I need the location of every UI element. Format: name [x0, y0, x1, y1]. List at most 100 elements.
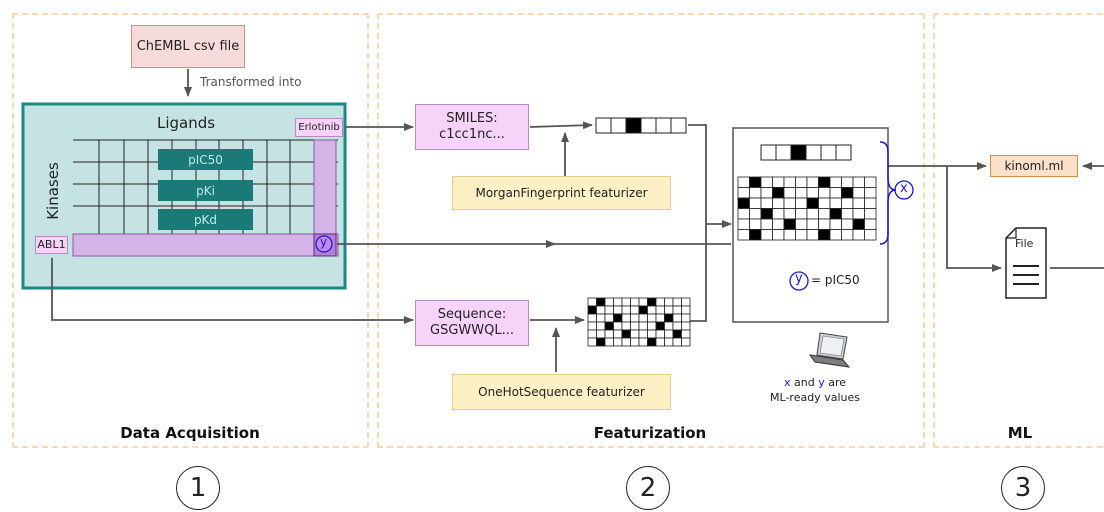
fingerprint-bit — [820, 144, 837, 161]
onehot-cell — [772, 197, 785, 209]
panel-data-acquisition — [12, 13, 369, 448]
onehot-cell — [672, 305, 682, 315]
onehot-cell — [621, 313, 631, 323]
fingerprint-bit — [835, 144, 852, 161]
output-fingerprint — [760, 144, 852, 161]
onehot-cell — [621, 297, 631, 307]
onehot-cell — [621, 329, 631, 339]
onehot-cell — [655, 313, 665, 323]
fingerprint-bit — [805, 144, 822, 161]
onehot-cell — [852, 187, 865, 199]
onehot-cell — [613, 337, 623, 347]
onehot-cell — [596, 321, 606, 331]
onehot-cell — [806, 218, 819, 230]
arrow-smiles-to-fingerprint — [529, 121, 593, 130]
note-line2: ML-ready values — [770, 391, 860, 404]
onehot-cell — [760, 197, 773, 209]
onehot-cell — [749, 218, 762, 230]
onehot-cell — [841, 218, 854, 230]
onehot-cell — [638, 297, 648, 307]
fingerprint-bit — [670, 117, 687, 134]
onehot-cell — [604, 329, 614, 339]
onehot-cell — [864, 197, 877, 209]
onehot-cell — [613, 305, 623, 315]
onehot-cell — [587, 321, 597, 331]
onehot-cell — [596, 337, 606, 347]
x-circle — [894, 180, 914, 200]
panel-title-acquisition: Data Acquisition — [120, 424, 260, 442]
onehot-cell — [672, 313, 682, 323]
onehot-cell — [596, 297, 606, 307]
panel-title-featurization: Featurization — [593, 424, 707, 442]
onehot-cell — [818, 229, 831, 241]
onehot-cell — [795, 187, 808, 199]
measure-pic50-label: pIC50 — [188, 152, 223, 167]
note-and: and — [790, 376, 819, 389]
onehot-cell — [638, 337, 648, 347]
onehot-cell — [829, 187, 842, 199]
morgan-featurizer-label: MorganFingerprint featurizer — [475, 186, 648, 200]
onehot-cell — [760, 176, 773, 188]
onehot-cell — [655, 337, 665, 347]
laptop-icon — [808, 332, 851, 368]
onehot-cell — [829, 197, 842, 209]
onehot-cell — [760, 187, 773, 199]
abl1-label: ABL1 — [37, 238, 66, 251]
onehot-cell — [672, 329, 682, 339]
onehot-cell — [630, 337, 640, 347]
onehot-cell — [772, 229, 785, 241]
onehot-cell — [630, 329, 640, 339]
note-y: y — [818, 376, 825, 389]
onehot-featurizer-box: OneHotSequence featurizer — [452, 374, 671, 410]
onehot-cell — [864, 176, 877, 188]
morgan-featurizer-box: MorganFingerprint featurizer — [452, 176, 671, 210]
onehot-cell — [841, 176, 854, 188]
onehot-cell — [749, 187, 762, 199]
onehot-cell — [841, 197, 854, 209]
ml-ready-note: x and y are ML-ready values — [755, 375, 875, 405]
onehot-cell — [672, 297, 682, 307]
measure-pki: pKi — [158, 180, 253, 201]
onehot-cell — [613, 313, 623, 323]
onehot-cell — [664, 297, 674, 307]
fingerprint-bit — [595, 117, 612, 134]
erlotinib-box: Erlotinib — [295, 118, 343, 137]
onehot-cell — [783, 208, 796, 220]
onehot-cell — [638, 329, 648, 339]
panel-title-ml: ML — [1007, 424, 1033, 442]
onehot-cell — [818, 208, 831, 220]
onehot-cell — [655, 305, 665, 315]
onehot-cell — [664, 321, 674, 331]
onehot-cell — [829, 229, 842, 241]
onehot-cell — [829, 208, 842, 220]
fingerprint-bit — [610, 117, 627, 134]
onehot-cell — [672, 337, 682, 347]
onehot-cell — [596, 305, 606, 315]
onehot-cell — [795, 218, 808, 230]
onehot-cell — [664, 305, 674, 315]
onehot-cell — [664, 313, 674, 323]
panel-featurization — [377, 13, 925, 448]
measure-pkd: pKd — [158, 209, 253, 230]
onehot-cell — [852, 176, 865, 188]
onehot-cell — [613, 297, 623, 307]
smiles-fingerprint — [595, 117, 687, 134]
onehot-cell — [760, 218, 773, 230]
onehot-featurizer-label: OneHotSequence featurizer — [478, 385, 645, 399]
onehot-cell — [604, 337, 614, 347]
y-symbol-matrix: y — [320, 235, 328, 249]
measure-pkd-label: pKd — [193, 212, 218, 227]
measure-pki-label: pKi — [196, 183, 215, 198]
measure-pic50: pIC50 — [158, 149, 253, 170]
fingerprint-bit — [775, 144, 792, 161]
onehot-cell — [806, 176, 819, 188]
onehot-cell — [852, 208, 865, 220]
chembl-csv-box: ChEMBL csv file — [131, 25, 245, 68]
onehot-cell — [806, 208, 819, 220]
onehot-cell — [630, 313, 640, 323]
x-brace — [879, 141, 897, 245]
fingerprint-bit — [760, 144, 777, 161]
y-circle-matrix — [315, 235, 333, 253]
onehot-cell — [841, 208, 854, 220]
